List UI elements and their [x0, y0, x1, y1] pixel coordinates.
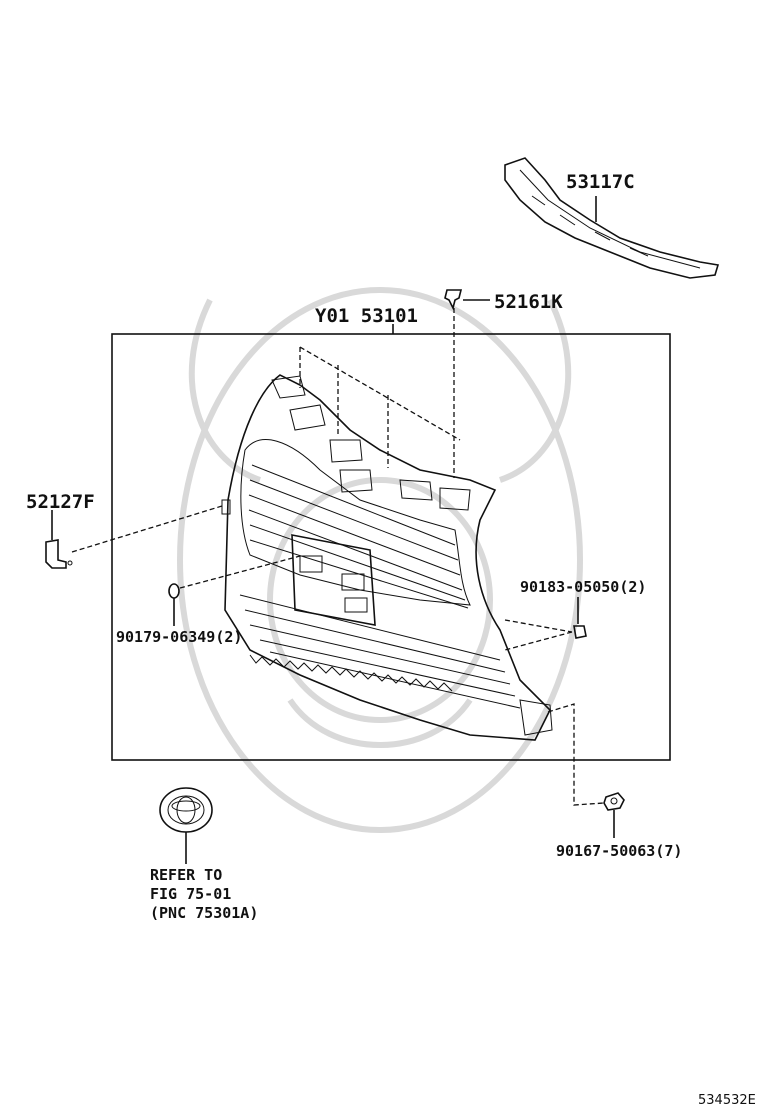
figure-id: 534532E: [698, 1093, 756, 1108]
clip-52161K: [444, 289, 463, 311]
dash-90183: [504, 631, 573, 651]
label-53117C: 53117C: [566, 171, 635, 193]
side-retainer-52127F: [45, 539, 73, 569]
label-90183-05050: 90183-05050(2): [520, 578, 646, 596]
label-52161K: 52161K: [494, 291, 563, 313]
clip-90179-06349: [168, 583, 180, 599]
emblem-reference: [159, 787, 213, 833]
label-52127F: 52127F: [26, 491, 95, 513]
dash-90167: [547, 703, 605, 806]
dash-52127F: [71, 505, 223, 553]
nut-90183-05050: [573, 625, 587, 639]
dash-90183b: [504, 619, 573, 633]
reference-line-3: (PNC 75301A): [150, 904, 258, 922]
radiator-grille-drawing: [221, 374, 553, 741]
dash-tabs: [299, 346, 461, 468]
reference-line-2: FIG 75-01: [150, 885, 231, 903]
upper-bracket-53117C: [504, 157, 720, 279]
watermark-emblem: [177, 287, 583, 833]
reference-line-1: REFER TO: [150, 866, 222, 884]
label-Y01-53101: Y01 53101: [315, 305, 418, 327]
dash-90179: [179, 555, 301, 589]
assembly-box: [111, 333, 671, 761]
screw-90167-50063: [603, 792, 625, 811]
label-90167-50063: 90167-50063(7): [556, 842, 682, 860]
label-90179-06349: 90179-06349(2): [116, 628, 242, 646]
